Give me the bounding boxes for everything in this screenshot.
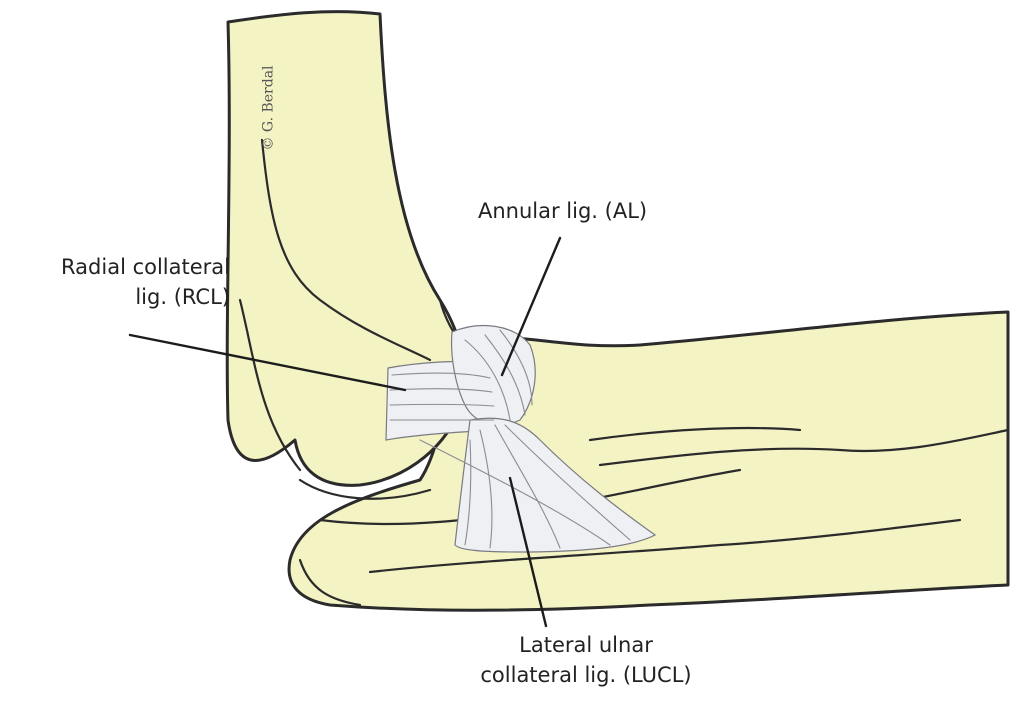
annular-ligament-label: Annular lig. (AL) [478,196,647,226]
lateral-ulnar-collateral-ligament-label: Lateral ulnar collateral lig. (LUCL) [436,630,736,690]
artist-signature: © G. Berdal [261,65,277,150]
radial-collateral-ligament-label: Radial collateral lig. (RCL) [8,252,230,312]
